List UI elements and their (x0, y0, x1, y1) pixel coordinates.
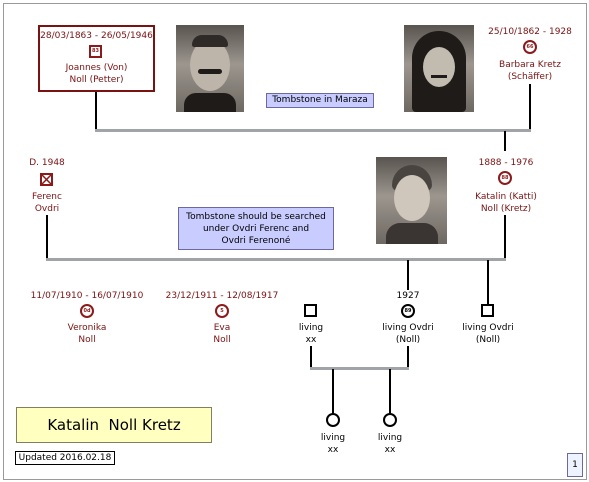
gen2-descent-ovdri2 (487, 260, 489, 304)
gen2-couple-left-drop (46, 215, 48, 260)
katalin-surname: Noll (Kretz) (480, 204, 532, 214)
gen1-couple-left-drop (95, 92, 97, 130)
barbara-dates: 25/10/1862 - 1928 (488, 27, 572, 37)
veronika-name: Veronika (67, 323, 107, 333)
living-child-surname: xx (305, 335, 317, 345)
living-child-name: living (298, 323, 324, 333)
joannes-surname: Noll (Petter) (69, 75, 124, 85)
living-child-male-icon[interactable] (304, 304, 317, 317)
gen3-couple-right-drop (407, 346, 409, 369)
veronika-deceased-female-icon[interactable]: 0d (80, 304, 94, 318)
ovdri-note-line3: Ovdri Ferenoné (221, 236, 291, 246)
grandchild2-female-icon[interactable] (383, 413, 397, 427)
grandchild2-surname: xx (384, 445, 396, 455)
ovdri1-name: living Ovdri (382, 323, 434, 333)
ovdri2-male-icon[interactable] (481, 304, 494, 317)
veronika-surname: Noll (78, 335, 96, 345)
chart-frame (3, 3, 587, 480)
ferenc-name: Ferenc (32, 192, 62, 202)
veronika-dates: 11/07/1910 - 16/07/1910 (30, 291, 144, 301)
ferenc-dates: D. 1948 (29, 158, 65, 168)
gen3-couple-left-drop (310, 346, 312, 369)
eva-surname: Noll (213, 335, 231, 345)
grandchild2-name: living (377, 433, 403, 443)
grandchild1-name: living (320, 433, 346, 443)
maraza-tombstone-note[interactable]: Tombstone in Maraza (266, 93, 374, 108)
joannes-highlight-box[interactable] (38, 25, 155, 92)
page-number[interactable]: 1 (567, 453, 583, 477)
ovdri1-surname: (Noll) (395, 335, 421, 345)
eva-dates: 23/12/1911 - 12/08/1917 (165, 291, 279, 301)
ovdri1-dates: 1927 (396, 291, 420, 301)
katalin-name: Katalin (Katti) (475, 192, 537, 202)
joannes-deceased-male-icon[interactable]: 83 (89, 45, 102, 58)
barbara-surname: (Schäffer) (507, 72, 553, 82)
grandchild1-female-icon[interactable] (326, 413, 340, 427)
ferenc-deceased-male-icon[interactable] (40, 173, 53, 186)
gen2-couple-line (46, 258, 506, 261)
ovdri1-female-icon[interactable]: 89 (401, 304, 415, 318)
joannes-name: Joannes (Von) (65, 63, 128, 73)
updated-stamp: Updated 2016.02.18 (15, 451, 115, 465)
ovdri2-surname: (Noll) (475, 335, 501, 345)
grandchild1-surname: xx (327, 445, 339, 455)
gen2-couple-right-drop (504, 215, 506, 260)
gen1-couple-line (95, 129, 531, 132)
joannes-photo[interactable] (176, 25, 244, 112)
ovdri-tombstone-note[interactable]: Tombstone should be searched under Ovdri… (178, 207, 334, 250)
gen3-descent-grandchild2 (389, 369, 391, 414)
katalin-dates: 1888 - 1976 (478, 158, 534, 168)
joannes-dates: 28/03/1863 - 26/05/1946 (40, 31, 153, 41)
gen2-descent-ovdri1 (407, 260, 409, 290)
ovdri-note-line2: under Ovdri Ferenc and (202, 224, 310, 234)
gen1-couple-right-drop (529, 84, 531, 130)
barbara-deceased-female-icon[interactable]: 66 (523, 40, 537, 54)
ovdri-note-line1: Tombstone should be searched (186, 212, 326, 222)
gen1-descent-line (504, 131, 506, 151)
gen3-descent-grandchild1 (332, 369, 334, 414)
gen3-couple-line (310, 367, 409, 370)
ferenc-surname: Ovdri (34, 204, 60, 214)
barbara-photo[interactable] (404, 25, 474, 112)
eva-name: Eva (213, 323, 231, 333)
katalin-photo[interactable] (376, 157, 447, 244)
chart-title: Katalin Noll Kretz (16, 407, 212, 443)
barbara-name: Barbara Kretz (499, 60, 561, 70)
ovdri2-name: living Ovdri (462, 323, 514, 333)
eva-deceased-female-icon[interactable]: 5 (215, 304, 229, 318)
katalin-deceased-female-icon[interactable]: 88 (498, 171, 512, 185)
